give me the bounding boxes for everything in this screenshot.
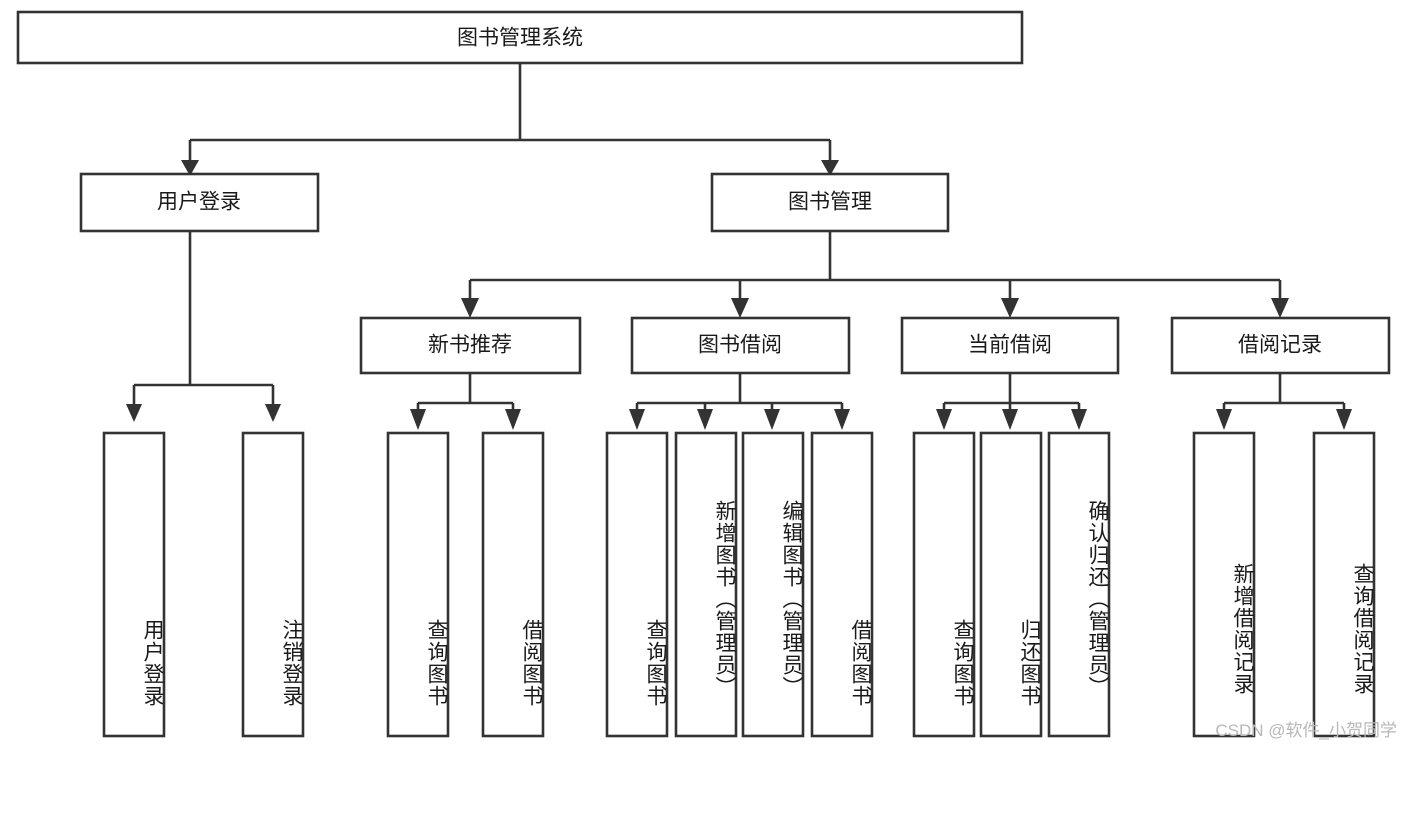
arrow-head-leaf-logout-login (265, 404, 281, 422)
node-leaf-query-book-3[interactable] (912, 431, 976, 738)
node-leaf-user-login[interactable] (102, 431, 166, 738)
arrow-head-leaf-edit-book (764, 409, 780, 430)
node-leaf-edit-book[interactable] (741, 431, 805, 738)
node-leaf-query-book-1[interactable] (386, 431, 450, 738)
node-leaf-query-borrow-record[interactable] (1312, 431, 1376, 738)
arrow-head-new-book-recommend (461, 298, 479, 318)
arrow-head-leaf-user-login (126, 404, 142, 422)
arrow-head-leaf-query-book-3 (936, 409, 952, 430)
node-user-login[interactable] (79, 172, 320, 233)
arrow-head-leaf-borrow-book-2 (834, 409, 850, 430)
arrow-head-current-borrow (1001, 298, 1019, 318)
arrow-head-leaf-query-book-2 (629, 409, 645, 430)
arrow-head-book-borrow (731, 298, 749, 318)
node-book-borrow-label: 图书借阅 (698, 334, 782, 357)
arrow-head-leaf-query-borrow-record (1336, 409, 1352, 430)
node-leaf-add-borrow-record[interactable] (1192, 431, 1256, 738)
arrow-head-leaf-add-borrow-record (1216, 409, 1232, 430)
node-root[interactable] (16, 10, 1024, 65)
arrow-head-leaf-add-book (697, 409, 713, 430)
arrow-head-borrow-record (1271, 298, 1289, 318)
arrow-head-leaf-borrow-book-1 (505, 409, 521, 430)
connector-layer (126, 63, 1352, 430)
node-borrow-record[interactable] (1170, 316, 1391, 375)
arrow-head-leaf-return-book (1002, 409, 1018, 430)
node-book-management[interactable] (710, 172, 950, 233)
tree-diagram: 图书管理系统 用户登录 图书管理 新书推荐 图书借阅 当前借阅 借阅记录 (16, 10, 1391, 738)
node-leaf-confirm-return[interactable] (1047, 431, 1111, 738)
node-user-login-label: 用户登录 (157, 191, 241, 214)
node-root-label: 图书管理系统 (457, 27, 583, 50)
arrow-head-leaf-query-book-1 (410, 409, 426, 430)
node-book-management-label: 图书管理 (788, 191, 872, 214)
arrow-head-book-management (821, 160, 839, 176)
node-layer: 图书管理系统 用户登录 图书管理 新书推荐 图书借阅 当前借阅 借阅记录 (16, 10, 1391, 738)
node-leaf-borrow-book-2[interactable] (810, 431, 874, 738)
node-leaf-logout-login[interactable] (241, 431, 305, 738)
node-leaf-borrow-book-1[interactable] (481, 431, 545, 738)
node-current-borrow-label: 当前借阅 (968, 334, 1052, 357)
diagram-canvas-container: 图书管理系统 用户登录 图书管理 新书推荐 图书借阅 当前借阅 借阅记录 (16, 10, 1397, 740)
node-book-borrow[interactable] (630, 316, 851, 375)
node-leaf-add-book[interactable] (674, 431, 738, 738)
node-current-borrow[interactable] (900, 316, 1120, 375)
arrow-head-user-login (181, 160, 199, 176)
node-new-book-recommend[interactable] (359, 316, 582, 375)
node-leaf-query-book-2[interactable] (605, 431, 669, 738)
arrow-head-leaf-confirm-return (1071, 409, 1087, 430)
node-borrow-record-label: 借阅记录 (1238, 334, 1322, 357)
node-new-book-recommend-label: 新书推荐 (428, 334, 512, 357)
node-leaf-return-book[interactable] (979, 431, 1043, 738)
